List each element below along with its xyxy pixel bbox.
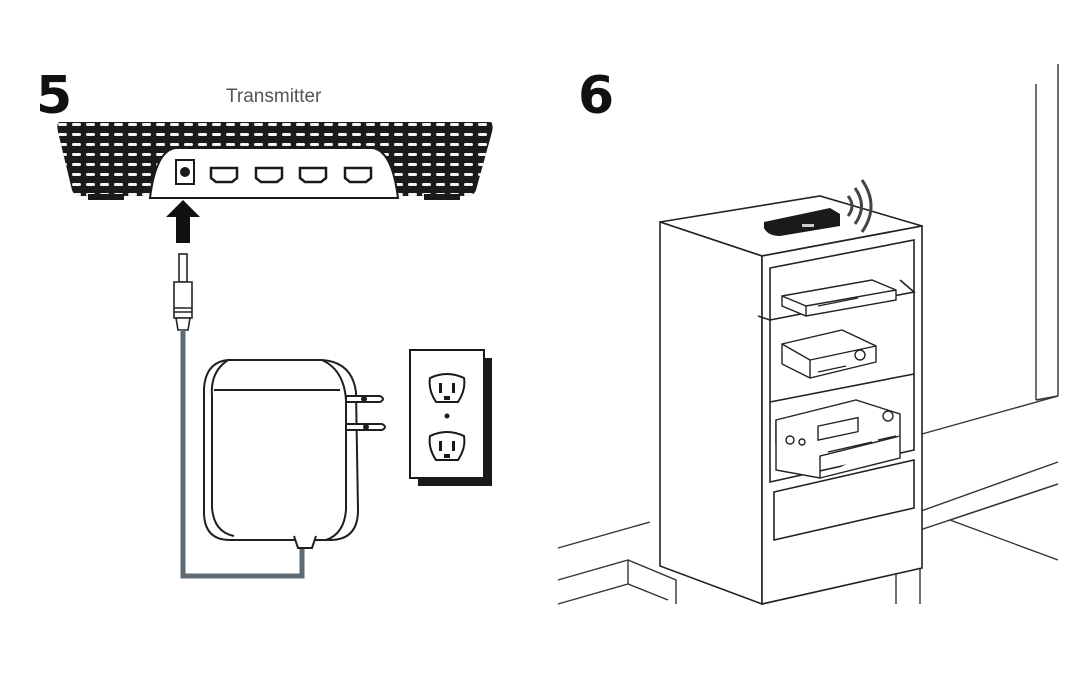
- transmitter-label: Transmitter: [226, 86, 322, 107]
- media-player: [781, 329, 877, 379]
- arrow-up-icon: [166, 200, 200, 243]
- power-cable: [180, 330, 305, 579]
- hdmi-ports: [209, 166, 373, 184]
- dc-plug: [173, 253, 193, 331]
- wall-outlet: [409, 349, 492, 486]
- power-adapter: [203, 359, 386, 549]
- step-6-number: 6: [578, 66, 614, 126]
- bluray-player: [781, 279, 897, 317]
- av-receiver: [775, 399, 901, 479]
- dc-jack: [175, 159, 195, 185]
- receiver-device-on-cabinet: [764, 208, 840, 236]
- transmitter-device: [57, 122, 493, 200]
- wireless-signal-icon: [846, 179, 873, 233]
- tv-stand-cabinet: [659, 195, 923, 606]
- step-5-number: 5: [36, 66, 72, 126]
